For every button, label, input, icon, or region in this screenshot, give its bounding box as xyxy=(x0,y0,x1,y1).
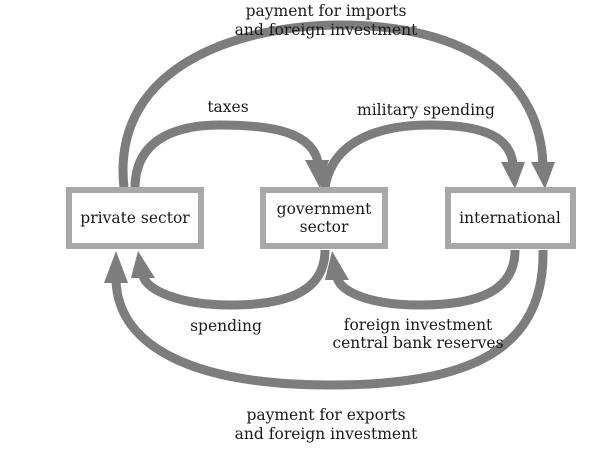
arrow-imports xyxy=(118,20,555,189)
military-spending-label: military spending xyxy=(357,101,495,119)
imports-label-line2: and foreign investment xyxy=(235,21,418,39)
imports-label-line1: payment for imports xyxy=(246,2,407,20)
arrow-taxes xyxy=(130,120,329,189)
taxes-label: taxes xyxy=(207,98,248,116)
international-label: international xyxy=(459,209,561,227)
node-private-sector: private sector xyxy=(66,187,204,249)
arrow-spending xyxy=(131,249,330,310)
arrow-military xyxy=(320,120,525,189)
reserves-label-line1: foreign investment xyxy=(344,316,493,334)
government-sector-label-line2: sector xyxy=(300,218,349,236)
node-government-sector: government sector xyxy=(260,187,388,249)
reserves-label-line2: central bank reserves xyxy=(332,334,503,352)
arrow-exports xyxy=(104,249,548,390)
exports-label-line2: and foreign investment xyxy=(235,425,418,443)
arrow-reserves xyxy=(325,249,520,310)
government-sector-label-line1: government xyxy=(277,200,372,218)
exports-label-line1: payment for exports xyxy=(246,406,405,424)
spending-label: spending xyxy=(190,317,262,335)
private-sector-label: private sector xyxy=(80,209,190,227)
node-international: international xyxy=(445,187,576,249)
